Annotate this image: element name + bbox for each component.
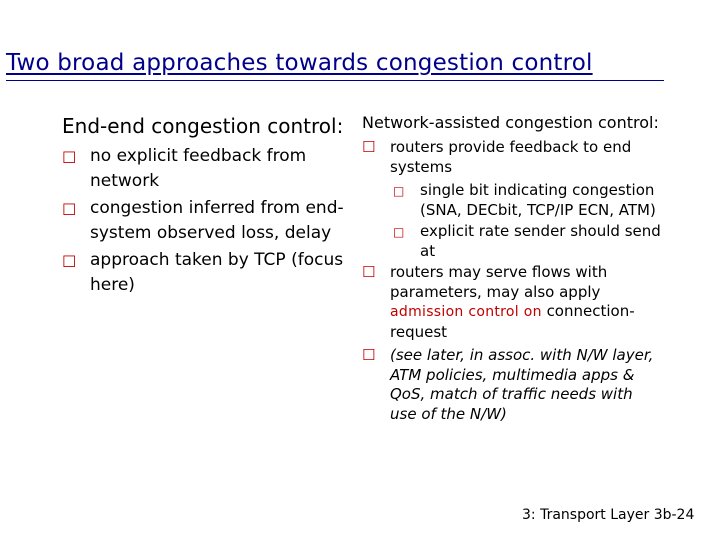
red-sub-bullet-icon: □	[393, 225, 405, 239]
bullet-text-tail: connection-request	[390, 302, 635, 341]
list-item: ☐ congestion inferred from end-system ob…	[62, 196, 352, 245]
sub-bullet-text: single bit indicating congestion (SNA, D…	[420, 181, 656, 219]
admission-control-highlight: admission control on	[390, 304, 542, 320]
red-bullet-icon: ☐	[362, 263, 376, 281]
bullet-text: congestion inferred from end-system obse…	[90, 198, 344, 243]
red-bullet-icon: ☐	[362, 346, 376, 364]
left-heading: End-end congestion control:	[62, 114, 344, 138]
bullet-text: routers provide feedback to end systems	[390, 138, 632, 176]
red-bullet-icon: ☐	[62, 200, 77, 219]
red-bullet-icon: ☐	[362, 138, 376, 156]
sub-list-item: □ single bit indicating congestion (SNA,…	[362, 181, 662, 220]
slide-title: Two broad approaches towards congestion …	[6, 50, 593, 76]
list-item: ☐ approach taken by TCP (focus here)	[62, 248, 352, 297]
list-item: ☐ (see later, in assoc. with N/W layer, …	[362, 346, 662, 424]
bullet-text: routers may serve flows with parameters,…	[390, 263, 608, 301]
slide-footer: 3: Transport Layer 3b-24	[522, 507, 695, 523]
list-item: ☐ no explicit feedback from network	[62, 144, 352, 193]
sub-list-item: □ explicit rate sender should send at	[362, 222, 662, 261]
bullet-text: (see later, in assoc. with N/W layer, AT…	[390, 346, 654, 423]
sub-bullet-text: explicit rate sender should send at	[420, 222, 661, 260]
title-rule	[6, 80, 664, 81]
list-item: ☐ routers provide feedback to end system…	[362, 138, 662, 177]
left-column: End-end congestion control: ☐ no explici…	[62, 112, 352, 300]
red-sub-bullet-icon: □	[393, 184, 405, 198]
right-column: Network-assisted congestion control: ☐ r…	[362, 113, 662, 428]
bullet-text: no explicit feedback from network	[90, 146, 307, 191]
red-bullet-icon: ☐	[62, 252, 77, 271]
bullet-text: approach taken by TCP (focus here)	[90, 250, 344, 295]
list-item: ☐ routers may serve flows with parameter…	[362, 263, 662, 342]
red-bullet-icon: ☐	[62, 148, 77, 167]
right-heading: Network-assisted congestion control:	[362, 113, 659, 132]
left-bullet-list: ☐ no explicit feedback from network ☐ co…	[62, 144, 352, 297]
right-bullet-list: ☐ routers provide feedback to end system…	[362, 138, 662, 424]
